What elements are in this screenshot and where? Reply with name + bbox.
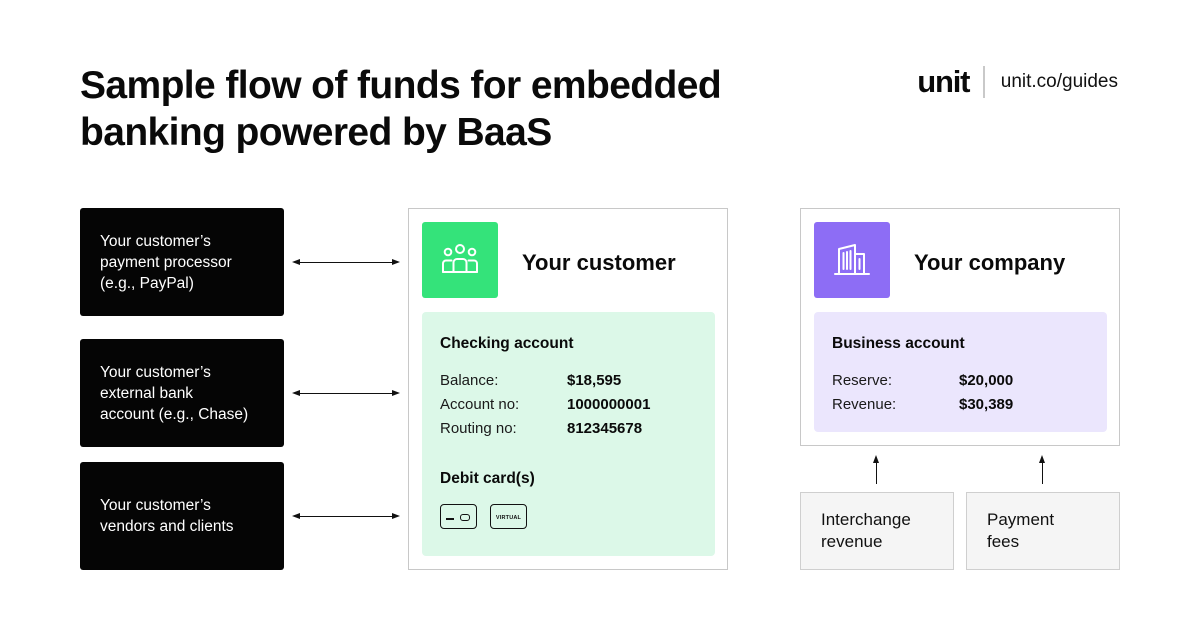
people-group-icon [442,244,478,273]
reserve-value: $20,000 [959,372,1014,389]
page-title-line-1: Sample flow of funds for embedded [80,64,722,107]
routing-number-label: Routing no: [440,420,517,437]
customer-icon-tile [422,222,498,298]
business-account-card: Business account Reserve: $20,000 Revenu… [814,312,1107,432]
payment-fees-label: Payment fees [987,510,1055,551]
source-external-bank: Your customer’s external bank account (e… [80,339,284,447]
balance-label: Balance: [440,372,499,389]
source-label: Your customer’s payment processor (e.g.,… [100,232,232,292]
source-vendors-clients: Your customer’s vendors and clients [80,462,284,570]
interchange-revenue-box: Interchange revenue [800,492,954,570]
company-title: Your company [914,250,1066,275]
revenue-value: $30,389 [959,396,1014,413]
page-title: Sample flow of funds for embedded bankin… [80,62,840,156]
virtual-card-icon: VIRTUAL [490,504,527,529]
company-icon-tile [814,222,890,298]
unit-logo: unit [917,64,970,99]
debit-cards-heading: Debit card(s) [440,470,535,487]
balance-value: $18,595 [567,372,622,389]
page-title-line-2: banking powered by BaaS [80,111,552,154]
office-building-icon [834,244,870,275]
account-number-value: 1000000001 [567,396,651,413]
routing-number-value: 812345678 [567,420,643,437]
business-account-heading: Business account [832,335,965,352]
account-number-label: Account no: [440,396,520,413]
customer-panel: Your customer Checking account Balance: … [408,208,728,570]
checking-account-heading: Checking account [440,335,574,352]
brand-url: unit.co/guides [1000,71,1118,92]
reserve-label: Reserve: [832,372,893,389]
interchange-revenue-label: Interchange revenue [821,510,911,551]
company-panel: Your company Business account Reserve: $… [800,208,1120,446]
payment-fees-box: Payment fees [966,492,1120,570]
brand: unit unit.co/guides [917,64,1118,100]
source-payment-processor: Your customer’s payment processor (e.g.,… [80,208,284,316]
brand-divider [983,66,985,98]
virtual-card-label: VIRTUAL [495,515,522,521]
revenue-label: Revenue: [832,396,897,413]
customer-title: Your customer [522,250,676,275]
source-label: Your customer’s vendors and clients [100,497,234,535]
source-label: Your customer’s external bank account (e… [100,363,249,423]
debit-card-icon [440,504,477,529]
checking-account-card: Checking account Balance: $18,595 Accoun… [422,312,715,556]
